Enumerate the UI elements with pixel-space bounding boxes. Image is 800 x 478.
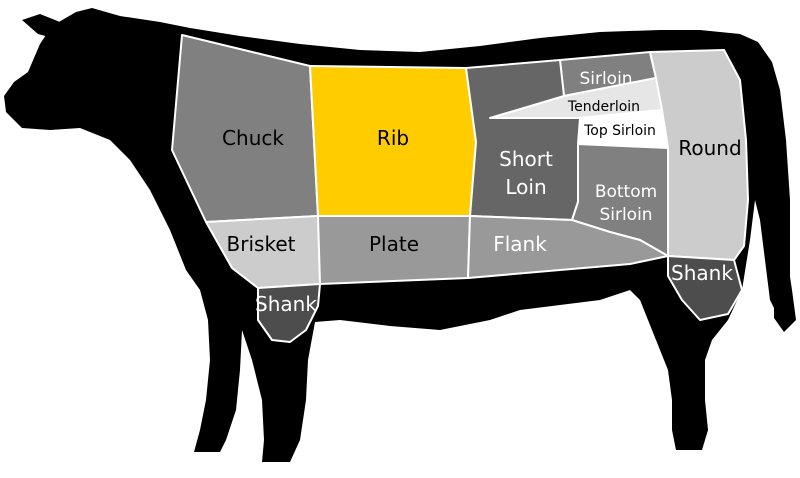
label-flank: Flank <box>493 232 547 256</box>
label-short-loin-2: Loin <box>505 175 546 199</box>
label-sirloin: Sirloin <box>579 69 632 89</box>
label-top-sirloin: Top Sirloin <box>583 123 656 139</box>
cow-tail <box>762 150 796 332</box>
label-tenderloin: Tenderloin <box>567 99 640 115</box>
label-round: Round <box>678 136 741 160</box>
primal-cuts <box>171 34 749 343</box>
cut-labels: Chuck Rib Short Loin Sirloin Tenderloin … <box>222 69 742 316</box>
cow-ear <box>22 14 60 40</box>
label-chuck: Chuck <box>222 126 284 150</box>
label-brisket: Brisket <box>227 232 296 256</box>
cut-hind-shank[interactable] <box>667 255 743 321</box>
label-rib: Rib <box>377 126 409 150</box>
label-bottom-sirloin-2: Sirloin <box>599 205 652 225</box>
cut-fore-shank[interactable] <box>257 283 321 343</box>
label-short-loin-1: Short <box>499 147 553 171</box>
cut-round[interactable] <box>649 49 749 261</box>
label-bottom-sirloin-1: Bottom <box>595 182 657 202</box>
label-hind-shank: Shank <box>671 261 733 285</box>
label-fore-shank: Shank <box>255 292 317 316</box>
label-plate: Plate <box>369 232 419 256</box>
